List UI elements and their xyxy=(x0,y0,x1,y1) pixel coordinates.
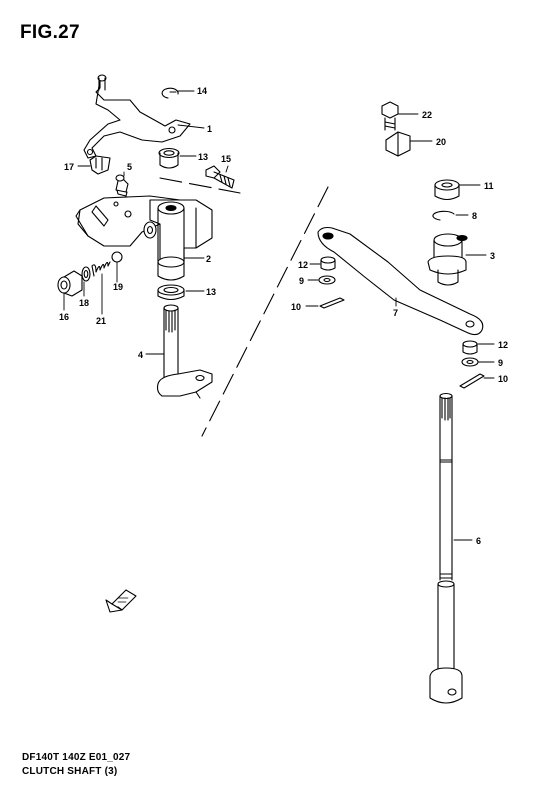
part-15-bolt xyxy=(205,165,235,189)
callout-9-right: 9 xyxy=(498,358,503,368)
callout-13-lower: 13 xyxy=(206,287,216,297)
callout-6: 6 xyxy=(476,536,481,546)
part-9-washer-b xyxy=(461,357,479,367)
figure-title: FIG.27 xyxy=(20,22,80,43)
callout-15: 15 xyxy=(221,154,231,164)
part-21-spring xyxy=(91,261,111,277)
part-1-lever xyxy=(83,74,191,159)
part-13-bushing-upper xyxy=(158,147,180,169)
part-10-pin-b xyxy=(459,373,485,389)
part-6-shaft xyxy=(429,392,463,704)
part-7-link-rod xyxy=(317,226,484,336)
callout-14: 14 xyxy=(197,86,207,96)
callout-8: 8 xyxy=(472,211,477,221)
leaders-left xyxy=(63,90,229,355)
callout-12-left: 12 xyxy=(298,260,308,270)
part-12-collar-b xyxy=(462,340,478,355)
callout-16: 16 xyxy=(59,312,69,322)
callout-10-right: 10 xyxy=(498,374,508,384)
caption-model-code: DF140T 140Z E01_027 xyxy=(22,752,131,763)
leaders-right xyxy=(305,113,495,541)
part-13-bushing-lower xyxy=(157,284,185,301)
callout-3: 3 xyxy=(490,251,495,261)
caption-figure-name: CLUTCH SHAFT (3) xyxy=(22,766,118,777)
part-22-bolt xyxy=(381,101,399,131)
dash-line-left xyxy=(159,177,329,437)
part-16-plug xyxy=(57,270,83,297)
callout-13-upper: 13 xyxy=(198,152,208,162)
part-3-housing xyxy=(427,233,468,286)
part-20-clamp xyxy=(385,131,411,157)
part-11-plug xyxy=(434,179,460,201)
part-12-collar-a xyxy=(320,256,336,271)
callout-20: 20 xyxy=(436,137,446,147)
part-9-washer-a xyxy=(318,275,336,285)
front-direction-arrow-icon xyxy=(105,589,137,613)
part-2-bracket xyxy=(75,195,213,281)
callout-17: 17 xyxy=(64,162,74,172)
part-10-pin-a xyxy=(319,297,345,309)
callout-labels: 14 1 13 15 5 17 2 13 4 16 18 21 19 22 20… xyxy=(59,86,508,546)
part-8-circlip xyxy=(432,210,455,221)
callout-18: 18 xyxy=(79,298,89,308)
callout-5: 5 xyxy=(127,162,132,172)
part-4-shaft xyxy=(156,304,213,399)
part-5-nipple xyxy=(115,174,129,197)
callout-4: 4 xyxy=(138,350,143,360)
part-19-ball xyxy=(111,251,123,263)
callout-22: 22 xyxy=(422,110,432,120)
callout-10-left: 10 xyxy=(291,302,301,312)
callout-12-right: 12 xyxy=(498,340,508,350)
part-18-washer xyxy=(81,266,91,282)
callout-19: 19 xyxy=(113,282,123,292)
callout-11: 11 xyxy=(484,181,494,191)
callout-1: 1 xyxy=(207,124,212,134)
part-14-clip xyxy=(161,87,179,99)
callout-9-left: 9 xyxy=(299,276,304,286)
callout-2: 2 xyxy=(206,254,211,264)
part-17-clip xyxy=(89,155,111,175)
callout-7: 7 xyxy=(393,308,398,318)
callout-21: 21 xyxy=(96,316,106,326)
